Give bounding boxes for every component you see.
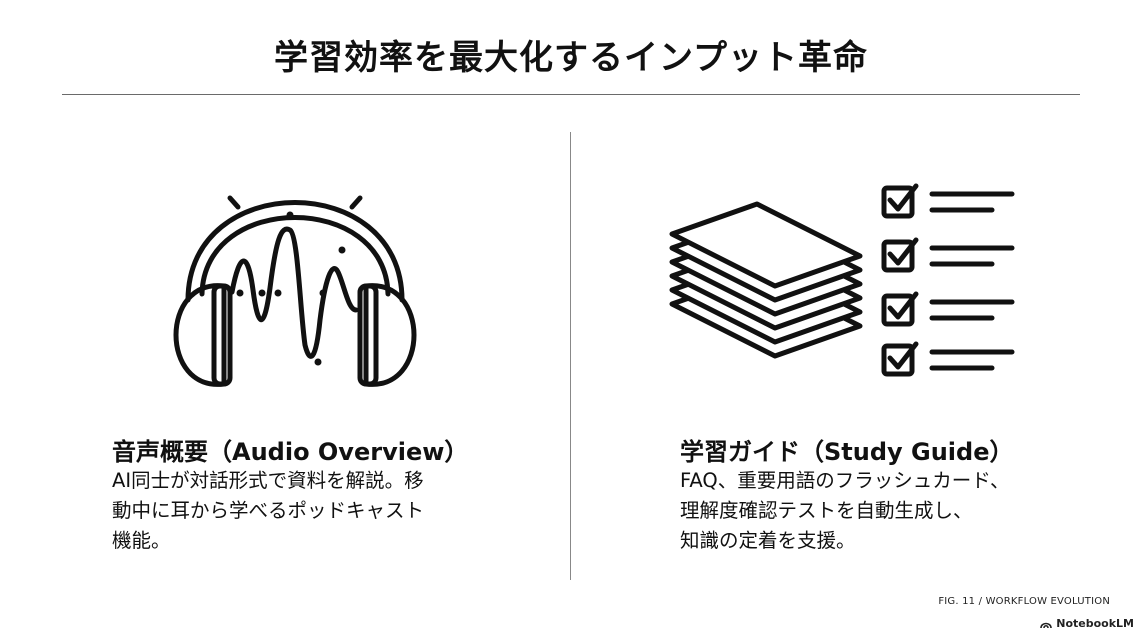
study-guide-description: FAQ、重要用語のフラッシュカード、 理解度確認テストを自動生成し、 知識の定着…	[680, 466, 1010, 556]
brand-name: NotebookLM	[1056, 617, 1134, 630]
description-line: 理解度確認テストを自動生成し、	[680, 499, 973, 522]
headphones-soundwave-icon	[173, 195, 417, 387]
figure-caption: FIG. 11 / WORKFLOW EVOLUTION	[938, 596, 1110, 607]
description-line: FAQ、重要用語のフラッシュカード、	[680, 469, 1010, 492]
study-cards-checklist-icon	[669, 183, 1015, 377]
column-divider	[570, 132, 571, 580]
brand-watermark: NotebookLM	[1040, 617, 1134, 630]
audio-overview-heading: 音声概要（Audio Overview）	[112, 438, 469, 466]
notebooklm-logo-icon	[1040, 622, 1053, 628]
audio-overview-description: AI同士が対話形式で資料を解説。移 動中に耳から学べるポッドキャスト 機能。	[112, 466, 424, 556]
slide-title: 学習効率を最大化するインプット革命	[274, 38, 868, 78]
description-line: 機能。	[112, 529, 171, 552]
description-line: AI同士が対話形式で資料を解説。移	[112, 469, 424, 492]
description-line: 知識の定着を支援。	[680, 529, 856, 552]
title-underline	[62, 94, 1080, 95]
study-guide-heading: 学習ガイド（Study Guide）	[680, 438, 1014, 466]
description-line: 動中に耳から学べるポッドキャスト	[112, 499, 425, 522]
